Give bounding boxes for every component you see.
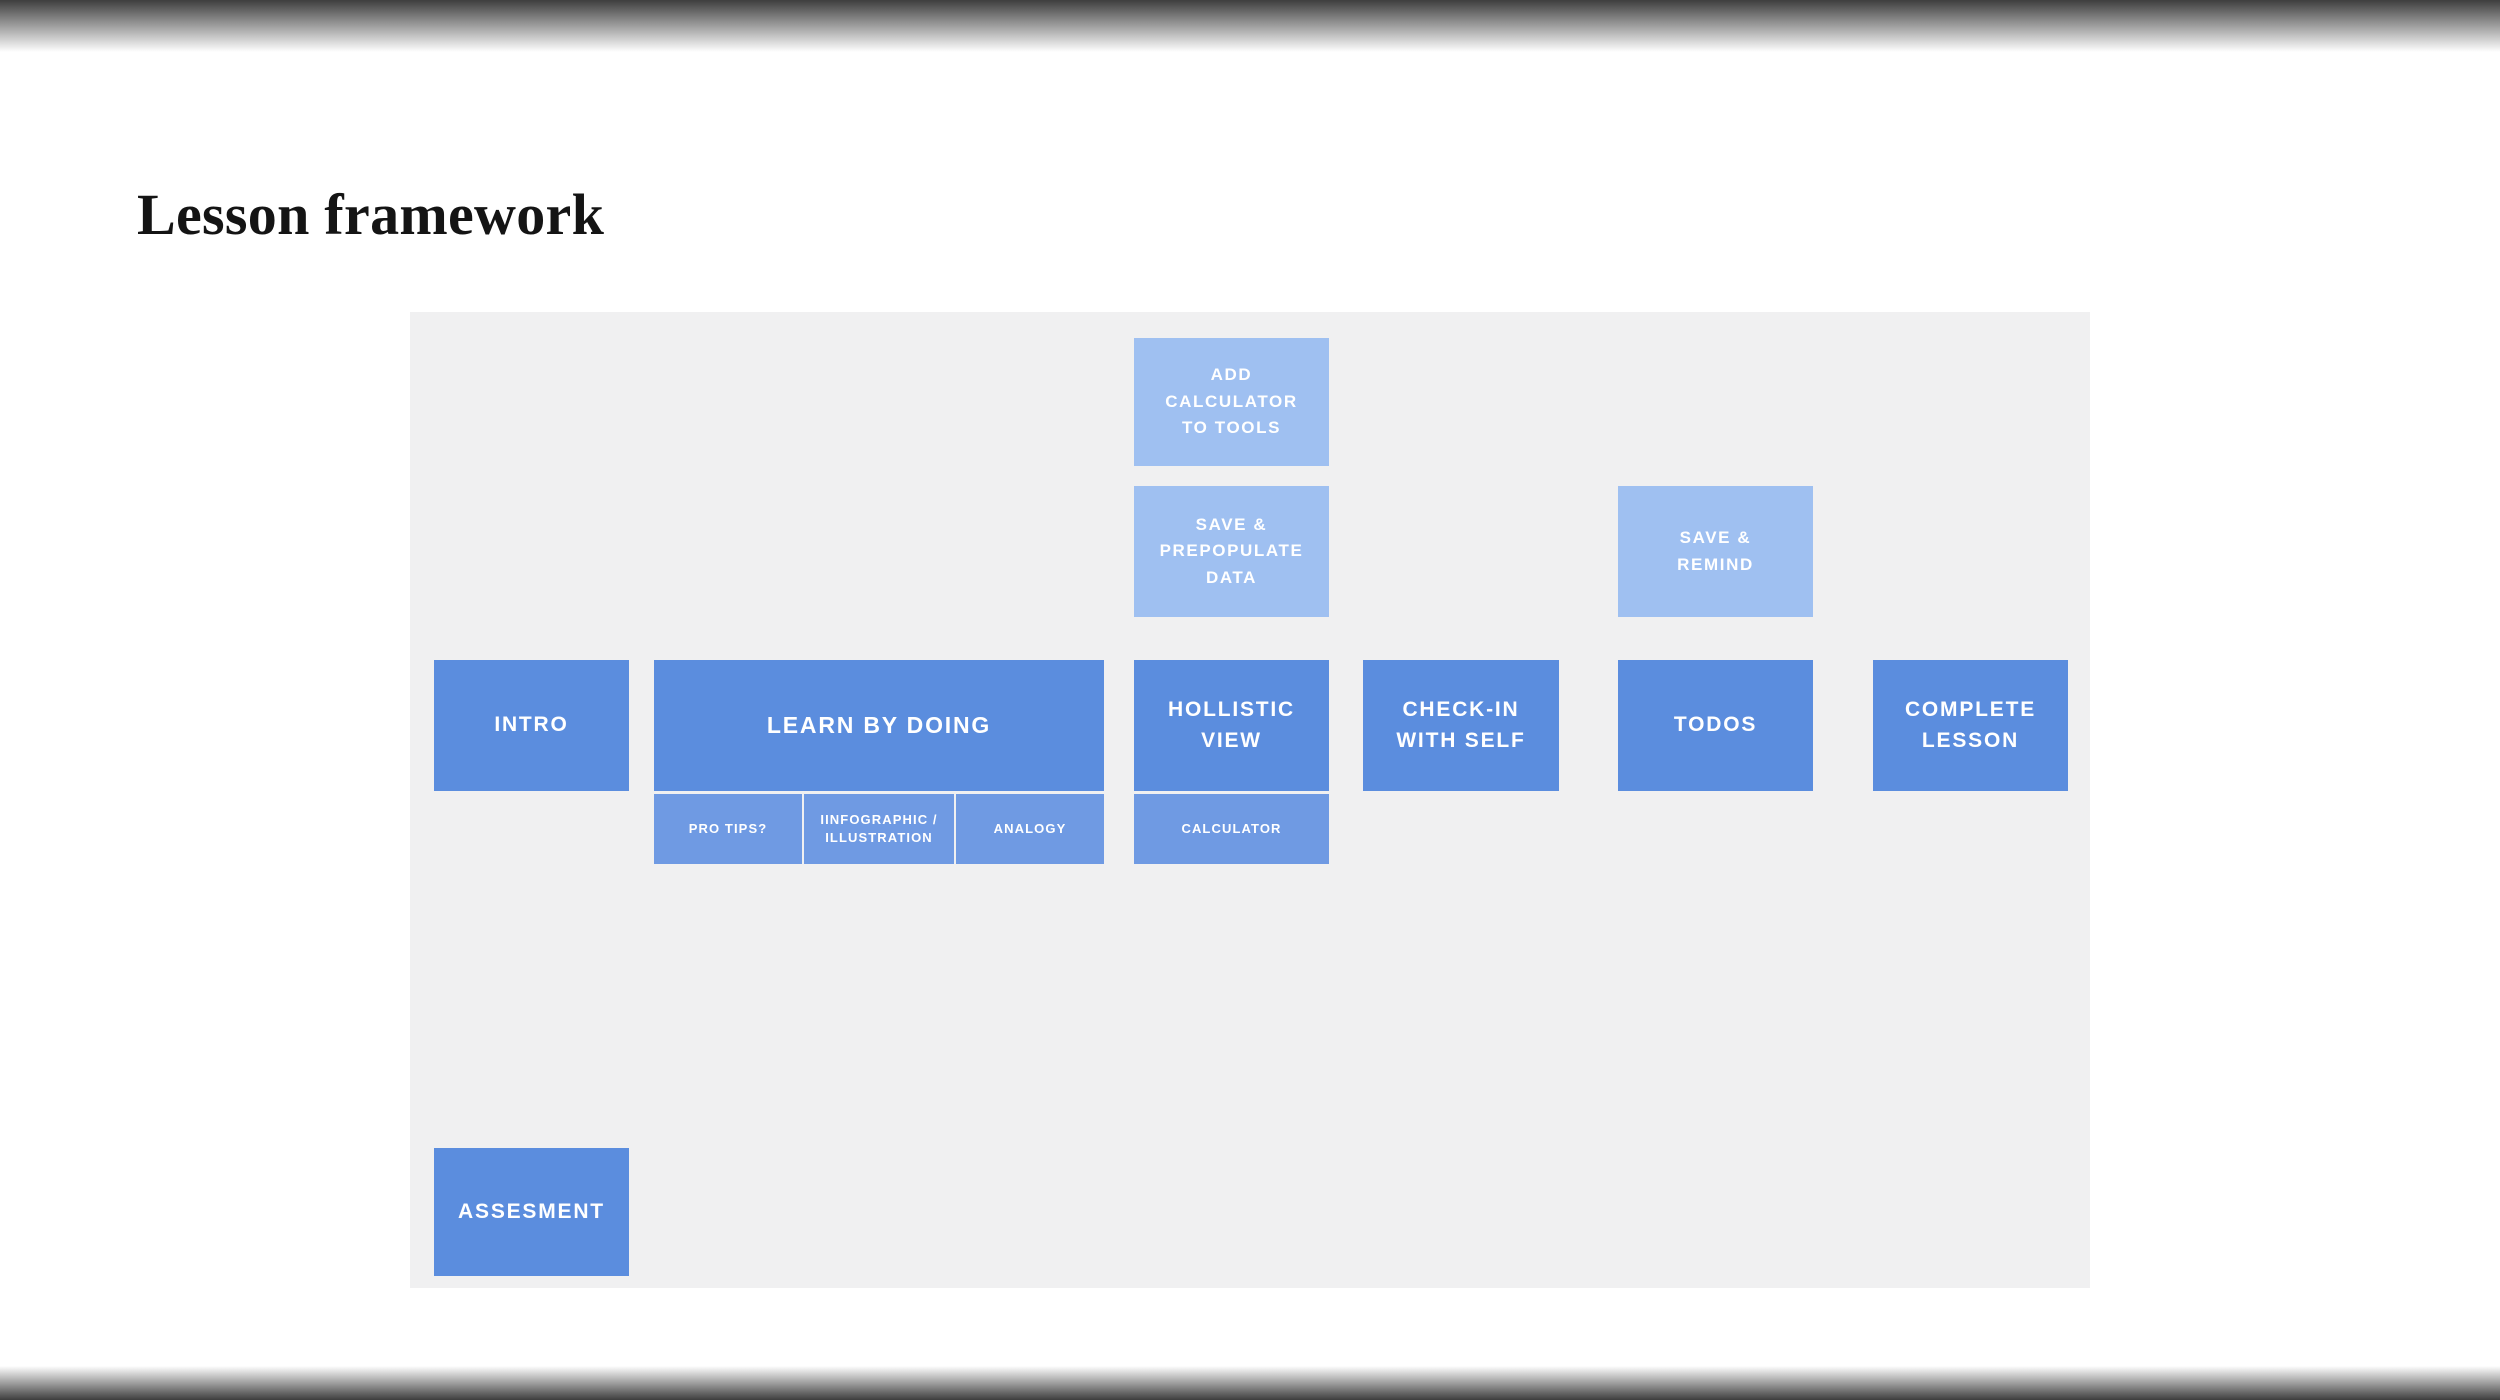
node-check-in-with-self[interactable]: CHECK-IN WITH SELF (1363, 660, 1559, 791)
node-learn-by-doing[interactable]: LEARN BY DOING (654, 660, 1104, 791)
node-hollistic-view[interactable]: HOLLISTIC VIEW (1134, 660, 1329, 791)
node-save-and-remind[interactable]: SAVE & REMIND (1618, 486, 1813, 617)
node-save-prepopulate-data[interactable]: SAVE & PREPOPULATE DATA (1134, 486, 1329, 617)
node-todos[interactable]: TODOS (1618, 660, 1813, 791)
page-title: Lesson framework (137, 181, 605, 247)
top-shadow-gradient (0, 0, 2500, 52)
node-assesment[interactable]: ASSESMENT (434, 1148, 629, 1276)
node-complete-lesson[interactable]: COMPLETE LESSON (1873, 660, 2068, 791)
node-add-calculator-to-tools[interactable]: ADD CALCULATOR TO TOOLS (1134, 338, 1329, 466)
node-analogy[interactable]: ANALOGY (956, 794, 1104, 864)
diagram-canvas[interactable]: ADD CALCULATOR TO TOOLS SAVE & PREPOPULA… (410, 312, 2090, 1288)
node-intro[interactable]: INTRO (434, 660, 629, 791)
node-pro-tips[interactable]: PRO TIPS? (654, 794, 802, 864)
bottom-shadow-gradient (0, 1366, 2500, 1400)
node-calculator[interactable]: CALCULATOR (1134, 794, 1329, 864)
node-infographic-illustration[interactable]: IINFOGRAPHIC / ILLUSTRATION (804, 794, 954, 864)
